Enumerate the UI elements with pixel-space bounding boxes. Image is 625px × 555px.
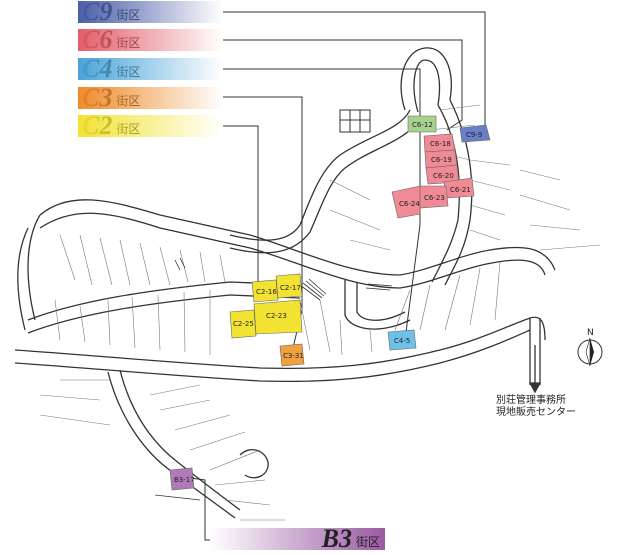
north-label: N	[587, 328, 594, 338]
lot-lines	[39, 104, 601, 521]
lot-labels: C6-12 C9-9 C6-18 C6-19 C6-20 C6-21 C6-23…	[174, 121, 482, 484]
north-arrow: N	[577, 328, 603, 367]
lot-label-c6-12: C6-12	[412, 121, 433, 129]
lot-c4-5[interactable]	[387, 329, 417, 351]
office-line-1: 別荘管理事務所	[496, 395, 566, 406]
lot-label-c2-17: C2-17	[280, 284, 301, 292]
legend-band-b3	[210, 528, 385, 550]
stair-hatching	[154, 257, 393, 501]
lot-label-c2-16: C2-16	[256, 288, 277, 296]
road-network	[14, 47, 556, 519]
lot-label-b3-17: B3-17	[174, 476, 195, 484]
lot-label-c3-31: C3-31	[283, 352, 304, 360]
legend-b3: B3 街区	[200, 524, 380, 553]
lot-label-c6-18: C6-18	[430, 140, 451, 148]
lot-label-c6-20: C6-20	[433, 172, 454, 180]
lot-label-c9-9: C9-9	[466, 131, 482, 139]
lot-label-c6-24: C6-24	[399, 200, 420, 208]
district-suffix: 街区	[355, 534, 380, 549]
office-label: 別荘管理事務所 現地販売センター	[496, 395, 576, 419]
district-code: B3	[321, 524, 352, 553]
lot-label-c6-19: C6-19	[431, 156, 452, 164]
colored-lots	[169, 115, 491, 491]
office-arrow	[528, 345, 542, 394]
lot-label-c6-21: C6-21	[450, 186, 471, 194]
lot-c6-24[interactable]	[391, 185, 421, 219]
lot-label-c6-23: C6-23	[424, 194, 445, 202]
legend-band-c3	[78, 87, 223, 109]
legend-band-c6	[78, 29, 223, 51]
lot-c9-9[interactable]	[459, 124, 491, 143]
lot-label-c2-25: C2-25	[233, 320, 254, 328]
office-line-2: 現地販売センター	[496, 407, 576, 418]
lot-c3-31[interactable]	[279, 343, 305, 367]
legend-band-c9	[78, 1, 223, 23]
lot-label-c4-5: C4-5	[394, 337, 410, 345]
lot-c6-12[interactable]	[407, 115, 437, 133]
legend-band-c2	[78, 115, 223, 137]
lot-b3-17[interactable]	[169, 467, 195, 491]
lot-label-c2-23: C2-23	[266, 312, 287, 320]
legend-band-c4	[78, 58, 223, 80]
building-icon	[339, 109, 371, 133]
leader-lines	[189, 11, 486, 541]
lot-c2-16[interactable]	[251, 279, 279, 303]
lot-c2-25[interactable]	[229, 309, 257, 339]
lot-c2-17[interactable]	[275, 273, 303, 299]
